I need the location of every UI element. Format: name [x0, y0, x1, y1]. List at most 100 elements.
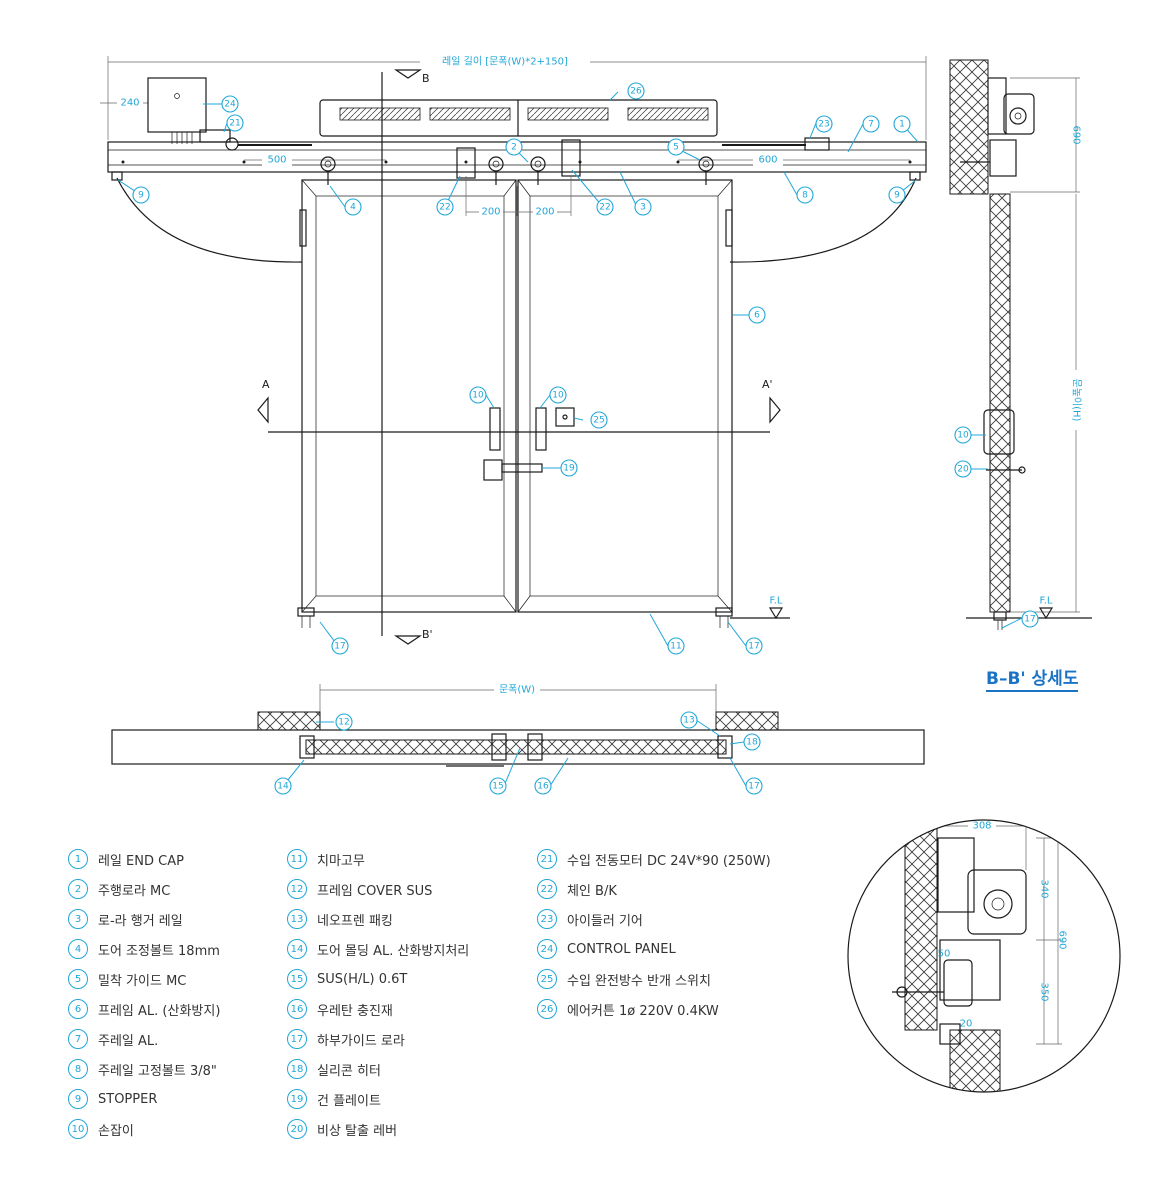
callout-1: 1 [893, 115, 911, 133]
callout-4: 4 [344, 198, 362, 216]
callout-number: 21 [229, 119, 240, 129]
callout-number: 23 [818, 120, 829, 130]
legend-item: 6 프레임 AL. (산화방지) [68, 994, 220, 1024]
legend-number: 16 [287, 999, 307, 1019]
callout-10: 10 [469, 386, 487, 404]
callout-number: 18 [746, 738, 758, 748]
callout-number: 24 [224, 100, 236, 110]
callout-number: 17 [748, 782, 759, 792]
legend-label: 수입 전동모터 DC 24V*90 (250W) [567, 853, 771, 869]
callout-24: 24 [221, 95, 239, 113]
detail-title: B–B' 상세도 [986, 664, 1079, 692]
legend-number: 2 [68, 879, 88, 899]
legend-label: CONTROL PANEL [567, 941, 676, 957]
callout-23: 23 [815, 115, 833, 133]
dim-door-height: 문높이(H) [1071, 379, 1083, 422]
callout-number: 9 [138, 191, 144, 201]
legend-number: 10 [68, 1119, 88, 1139]
legend-number: 22 [537, 879, 557, 899]
legend-number: 3 [68, 909, 88, 929]
legend-number: 26 [537, 999, 557, 1019]
legend-label: 실리콘 히터 [317, 1063, 381, 1079]
legend-number: 18 [287, 1059, 307, 1079]
legend-number: 12 [287, 879, 307, 899]
callout-10: 10 [549, 386, 567, 404]
legend-label: 체인 B/K [567, 883, 617, 899]
callout-number: 19 [563, 464, 575, 474]
dim-350: 350 [1039, 982, 1050, 1001]
section-a-prime: A' [762, 378, 773, 391]
callout-number: 7 [868, 120, 874, 130]
dim-door-width: 문폭(W) [499, 684, 535, 696]
legend-label: 도어 조정볼트 18mm [98, 943, 220, 959]
legend-label: 프레임 COVER SUS [317, 883, 433, 899]
callout-15: 15 [489, 777, 507, 795]
legend-number: 14 [287, 939, 307, 959]
callout-8: 8 [796, 186, 814, 204]
legend-label: 프레임 AL. (산화방지) [98, 1003, 221, 1019]
callout-7: 7 [862, 115, 880, 133]
legend-number: 1 [68, 849, 88, 869]
callout-number: 20 [957, 465, 969, 475]
callout-number: 26 [630, 87, 642, 97]
legend-item: 20 비상 탈출 레버 [287, 1114, 469, 1144]
legend-number: 8 [68, 1059, 88, 1079]
legend-number: 11 [287, 849, 307, 869]
legend-number: 21 [537, 849, 557, 869]
callout-18: 18 [743, 733, 761, 751]
callout-17: 17 [1021, 610, 1039, 628]
callout-19: 19 [560, 459, 578, 477]
legend-label: 손잡이 [98, 1123, 134, 1139]
legend-label: 수입 완전방수 반개 스위치 [567, 973, 711, 989]
callout-6: 6 [748, 306, 766, 324]
legend-label: SUS(H/L) 0.6T [317, 971, 408, 987]
legend-item: 11 치마고무 [287, 844, 469, 874]
legend-item: 18 실리콘 히터 [287, 1054, 469, 1084]
legend-column-2: 11 치마고무 12 프레임 COVER SUS 13 네오프렌 패킹 14 도어 몰딩 AL… [287, 844, 469, 1144]
callout-9: 9 [888, 186, 906, 204]
floor-level-front: F.L [770, 596, 783, 607]
rail-rollers [320, 156, 714, 172]
circular-detail: 308 340 690 350 50 20 [847, 819, 1121, 1093]
dim-200-right: 200 [535, 207, 554, 218]
callout-14: 14 [274, 777, 292, 795]
legend-label: 네오프렌 패킹 [317, 913, 393, 929]
legend-label: 주행로라 MC [98, 883, 171, 899]
dim-308: 308 [972, 821, 991, 832]
legend-item: 17 하부가이드 로라 [287, 1024, 469, 1054]
callout-number: 10 [957, 431, 969, 441]
callout-number: 17 [748, 642, 759, 652]
legend-label: 주레일 AL. [98, 1033, 159, 1049]
legend-number: 15 [287, 969, 307, 989]
legend-label: 하부가이드 로라 [317, 1033, 405, 1049]
legend-number: 6 [68, 999, 88, 1019]
legend-label: 비상 탈출 레버 [317, 1123, 398, 1139]
callout-17: 17 [745, 637, 763, 655]
legend-item: 21 수입 전동모터 DC 24V*90 (250W) [537, 844, 771, 874]
legend-number: 20 [287, 1119, 307, 1139]
dim-340: 340 [1039, 879, 1050, 898]
handle-right [535, 407, 547, 451]
legend-number: 13 [287, 909, 307, 929]
legend-item: 14 도어 몰딩 AL. 산화방지처리 [287, 934, 469, 964]
callout-17: 17 [331, 637, 349, 655]
legend-number: 9 [68, 1089, 88, 1109]
legend-label: 도어 몰딩 AL. 산화방지처리 [317, 943, 470, 959]
plan-section: 문폭(W) [111, 683, 925, 767]
callout-number: 14 [277, 782, 289, 792]
handle-left [489, 407, 501, 451]
legend-item: 22 체인 B/K [537, 874, 771, 904]
legend-number: 17 [287, 1029, 307, 1049]
legend-label: 치마고무 [317, 853, 365, 869]
door-left [301, 179, 517, 613]
callout-25: 25 [590, 411, 608, 429]
dim-690: 690 [1071, 125, 1082, 144]
